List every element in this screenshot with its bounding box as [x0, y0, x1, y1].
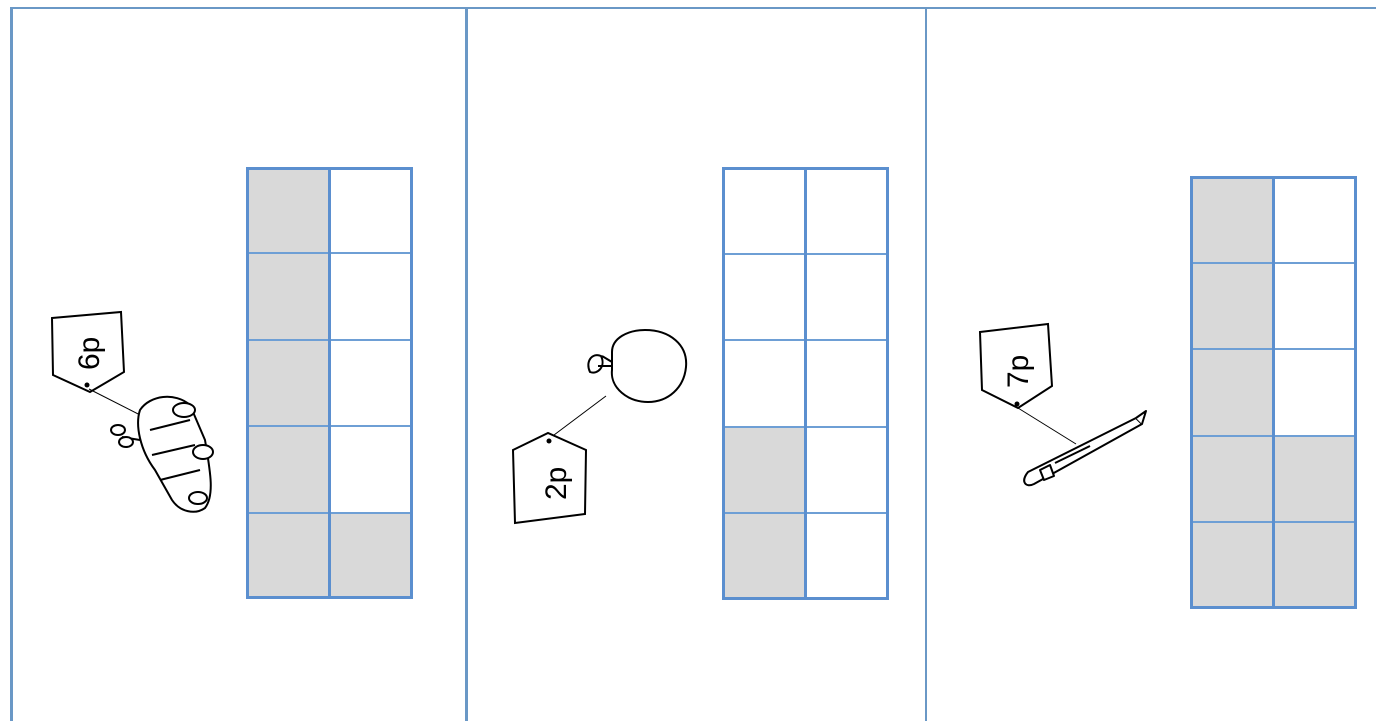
ten-frame	[1190, 176, 1357, 609]
empty-cell	[1274, 263, 1358, 350]
filled-cell	[1190, 436, 1274, 523]
filled-cell	[1274, 436, 1358, 523]
filled-cell	[1274, 522, 1358, 609]
filled-cell	[1190, 349, 1274, 436]
ten-frame-divider	[1272, 176, 1275, 609]
filled-cell	[1190, 263, 1274, 350]
filled-cell	[1190, 522, 1274, 609]
empty-cell	[1274, 176, 1358, 263]
empty-cell	[1274, 349, 1358, 436]
filled-cell	[1190, 176, 1274, 263]
